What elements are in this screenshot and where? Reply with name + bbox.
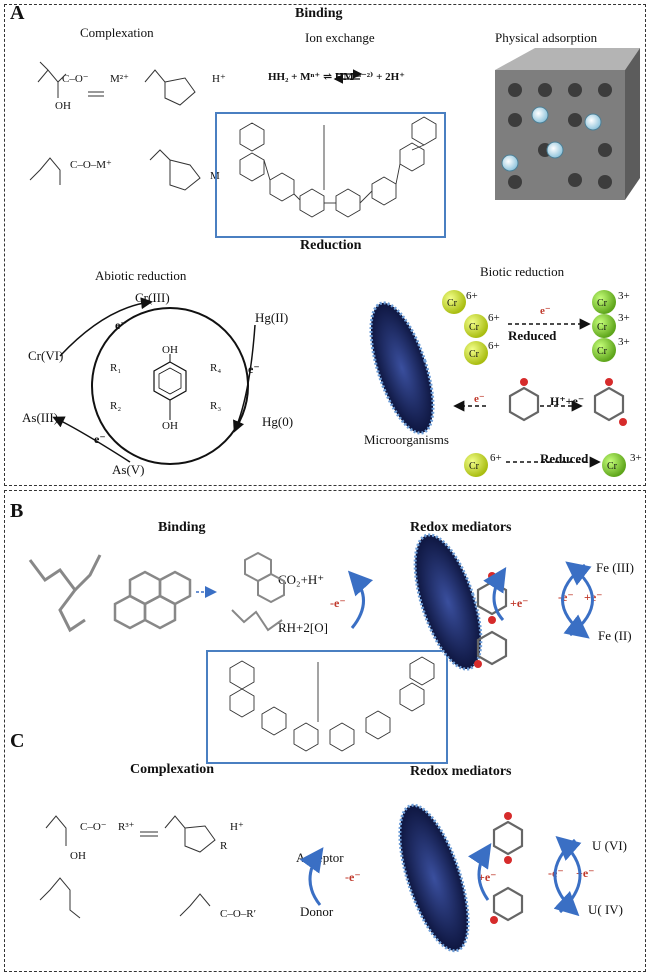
b-binding-title: Binding — [158, 520, 206, 535]
cr-symbol-7: Cr — [597, 346, 608, 357]
physical-adsorption-title: Physical adsorption — [495, 30, 598, 45]
cr3-bottom-charge: 3+ — [630, 452, 642, 464]
quinone-molecules — [476, 386, 625, 922]
ring-oh-bottom: OH — [162, 420, 178, 432]
c-complex-oh: OH — [70, 850, 86, 862]
binding-title: Binding — [295, 6, 343, 21]
complex-proton: H⁺ — [212, 73, 226, 85]
cr3-ball-2-charge: 3+ — [618, 312, 630, 324]
complex-hydroxyl: OH — [55, 100, 71, 112]
humic-structure-sketch-a — [239, 116, 437, 218]
c-plus-e-1: +e⁻ — [478, 870, 497, 884]
c-complex-proton: H⁺ — [230, 821, 244, 833]
complex-metal-ion: M²⁺ — [110, 73, 129, 85]
ring-r2: R₂ — [110, 400, 122, 412]
porous-cube — [495, 48, 640, 200]
microbe-a — [369, 301, 435, 435]
reduction-dashed-arrows — [453, 318, 601, 468]
biotic-electron-top: e⁻ — [540, 305, 551, 317]
panel-c-label: C — [10, 730, 25, 752]
species-hg0: Hg(0) — [262, 414, 294, 429]
cr6-ball-3-charge: 6+ — [488, 340, 500, 352]
cr-ball-symbols: Cr Cr Cr Cr Cr Cr Cr Cr — [447, 298, 618, 472]
biotic-electron-mid: e⁻ — [474, 393, 485, 405]
b-fe2-label: Fe (II) — [598, 628, 632, 643]
c-donor-label: Donor — [300, 904, 334, 919]
complex-metal-ester: C–O–M⁺ — [70, 159, 112, 171]
c-redox-title: Redox mediators — [410, 764, 512, 779]
c-complex-carboxylate: C–O⁻ — [80, 821, 107, 833]
cr6-bottom-charge: 6+ — [490, 452, 502, 464]
ring-r1: R₁ — [110, 362, 122, 374]
biotic-title: Biotic reduction — [480, 264, 565, 279]
cr-symbol-6: Cr — [597, 322, 608, 333]
humic-structure-sketch-b — [229, 656, 435, 752]
reduced-label-1: Reduced — [508, 328, 557, 343]
ion-exchange-arrows — [333, 69, 363, 84]
panel-b-label: B — [10, 500, 24, 522]
panel-a-label: A — [10, 2, 25, 24]
alkane-molecule — [28, 554, 102, 633]
bound-complex-molecule — [231, 551, 285, 632]
reduction-title: Reduction — [300, 238, 362, 253]
b-minus-e-1: -e⁻ — [330, 596, 346, 610]
ion-exchange-title: Ion exchange — [305, 30, 375, 45]
microbe-c — [398, 803, 470, 953]
humic-structure-box-a — [215, 112, 446, 238]
c-complexation-title: Complexation — [130, 762, 214, 777]
electron-label-3: e⁻ — [94, 432, 106, 446]
abiotic-cycle — [52, 297, 256, 465]
b-co2-label: CO₂+H⁺ — [278, 572, 325, 587]
humic-structure-box-b — [206, 650, 448, 764]
complexation-structures-a — [29, 61, 201, 191]
c-complex-ester: C–O–R′ — [220, 908, 257, 920]
microbe-b — [413, 533, 483, 671]
ring-r4: R₄ — [210, 362, 222, 374]
cr-symbol-5: Cr — [597, 298, 608, 309]
cr3-ball-1-charge: 3+ — [618, 290, 630, 302]
cr3-balls — [592, 290, 626, 477]
cr3-ball-3-charge: 3+ — [618, 336, 630, 348]
oxygen-atoms — [474, 378, 627, 924]
b-plus-e-1: +e⁻ — [510, 596, 529, 610]
cr6-ball-2-charge: 6+ — [488, 312, 500, 324]
c-complex-chelate-r: R — [220, 840, 228, 852]
species-hg2: Hg(II) — [255, 310, 289, 325]
complex-carboxylate: C–O⁻ — [62, 73, 89, 85]
species-cr6: Cr(VI) — [28, 348, 64, 363]
microorganisms-label: Microorganisms — [364, 432, 449, 447]
complex-chelate-m: M — [210, 170, 220, 182]
cr-symbol-4: Cr — [469, 461, 480, 472]
electron-label-2: e⁻ — [248, 362, 260, 376]
c-minus-e-1: -e⁻ — [345, 870, 361, 884]
c-u6-label: U (VI) — [592, 838, 628, 853]
abiotic-title: Abiotic reduction — [95, 268, 187, 283]
pyrene-molecule — [113, 570, 192, 630]
panel-a — [4, 4, 646, 486]
b-fe3-label: Fe (III) — [596, 560, 634, 575]
panel-b — [4, 490, 646, 972]
cr6-ball-1-charge: 6+ — [466, 290, 478, 302]
cr-symbol-2: Cr — [469, 322, 480, 333]
c-complex-r3: R³⁺ — [118, 821, 135, 833]
complexation-structures-c — [39, 815, 216, 919]
species-as3: As(III) — [22, 410, 59, 425]
cr6-balls — [442, 290, 488, 477]
cr-symbol-8: Cr — [607, 461, 618, 472]
cr-symbol-3: Cr — [469, 349, 480, 360]
b-rh-label: RH+2[O] — [278, 620, 328, 635]
ring-r3: R₃ — [210, 400, 222, 412]
complexation-title: Complexation — [80, 25, 154, 40]
blue-curved-arrows — [299, 561, 594, 917]
ring-oh-top: OH — [162, 344, 178, 356]
cr-symbol-1: Cr — [447, 298, 458, 309]
c-u4-label: U( IV) — [588, 902, 624, 917]
b-redox-title: Redox mediators — [410, 520, 512, 535]
species-as5: As(V) — [112, 462, 145, 477]
